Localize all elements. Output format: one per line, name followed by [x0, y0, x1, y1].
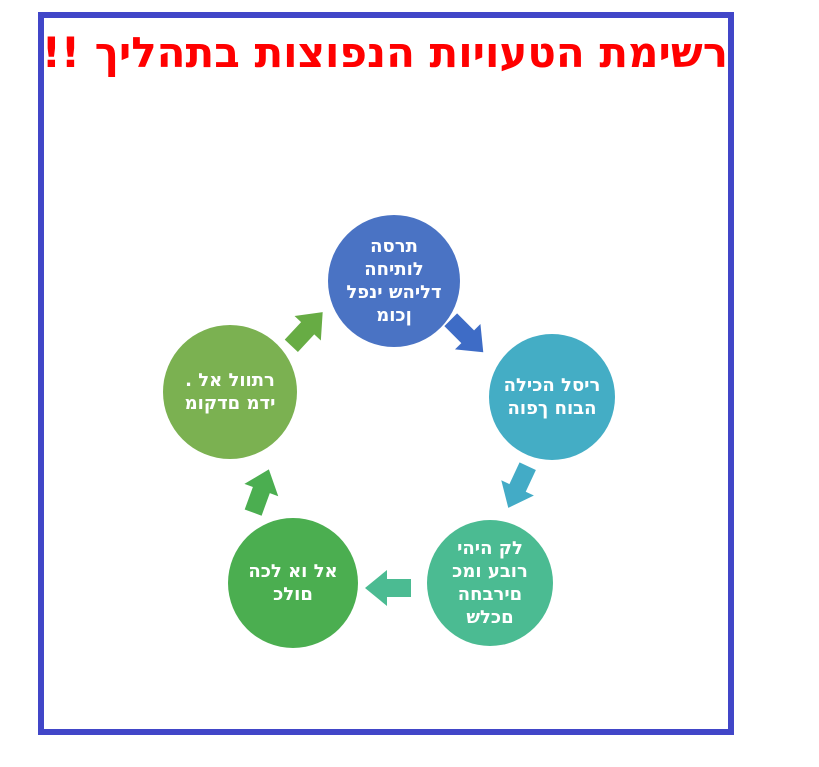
slide-frame: רשימת הטעויות הנפוצות בתהליך !! הסרת החי… [38, 12, 734, 735]
cycle-node-label: הכל או לא כלום [248, 561, 338, 605]
cycle-node-label: יהיה קל כמו עבור החברים שלכם [452, 538, 528, 628]
slide-title: רשימת הטעויות הנפוצות בתהליך !! [41, 28, 728, 77]
arrow-up-right-icon [284, 312, 323, 352]
cycle-node-easy-like-friends: יהיה קל כמו עבור החברים שלכם [427, 520, 553, 646]
cycle-node-label: הליכה לסיר הופך חובה [503, 375, 601, 419]
cycle-node-remove-diaper: הסרת החיתול לפני שהילד מוכן [328, 215, 460, 347]
cycle-node-label: . לא לוותר מוקדם מדי [184, 370, 276, 414]
arrow-down-right-icon [444, 313, 484, 353]
arrow-up-icon [244, 469, 279, 516]
cycle-node-all-or-nothing: הכל או לא כלום [228, 518, 358, 648]
arrow-left-icon [365, 570, 411, 606]
cycle-node-label: הסרת החיתול לפני שהילד מוכן [346, 236, 442, 326]
cycle-node-potty-obligation: הליכה לסיר הופך חובה [489, 334, 615, 460]
arrow-down-left-icon [501, 462, 536, 508]
cycle-node-dont-give-up: . לא לוותר מוקדם מדי [163, 325, 297, 459]
